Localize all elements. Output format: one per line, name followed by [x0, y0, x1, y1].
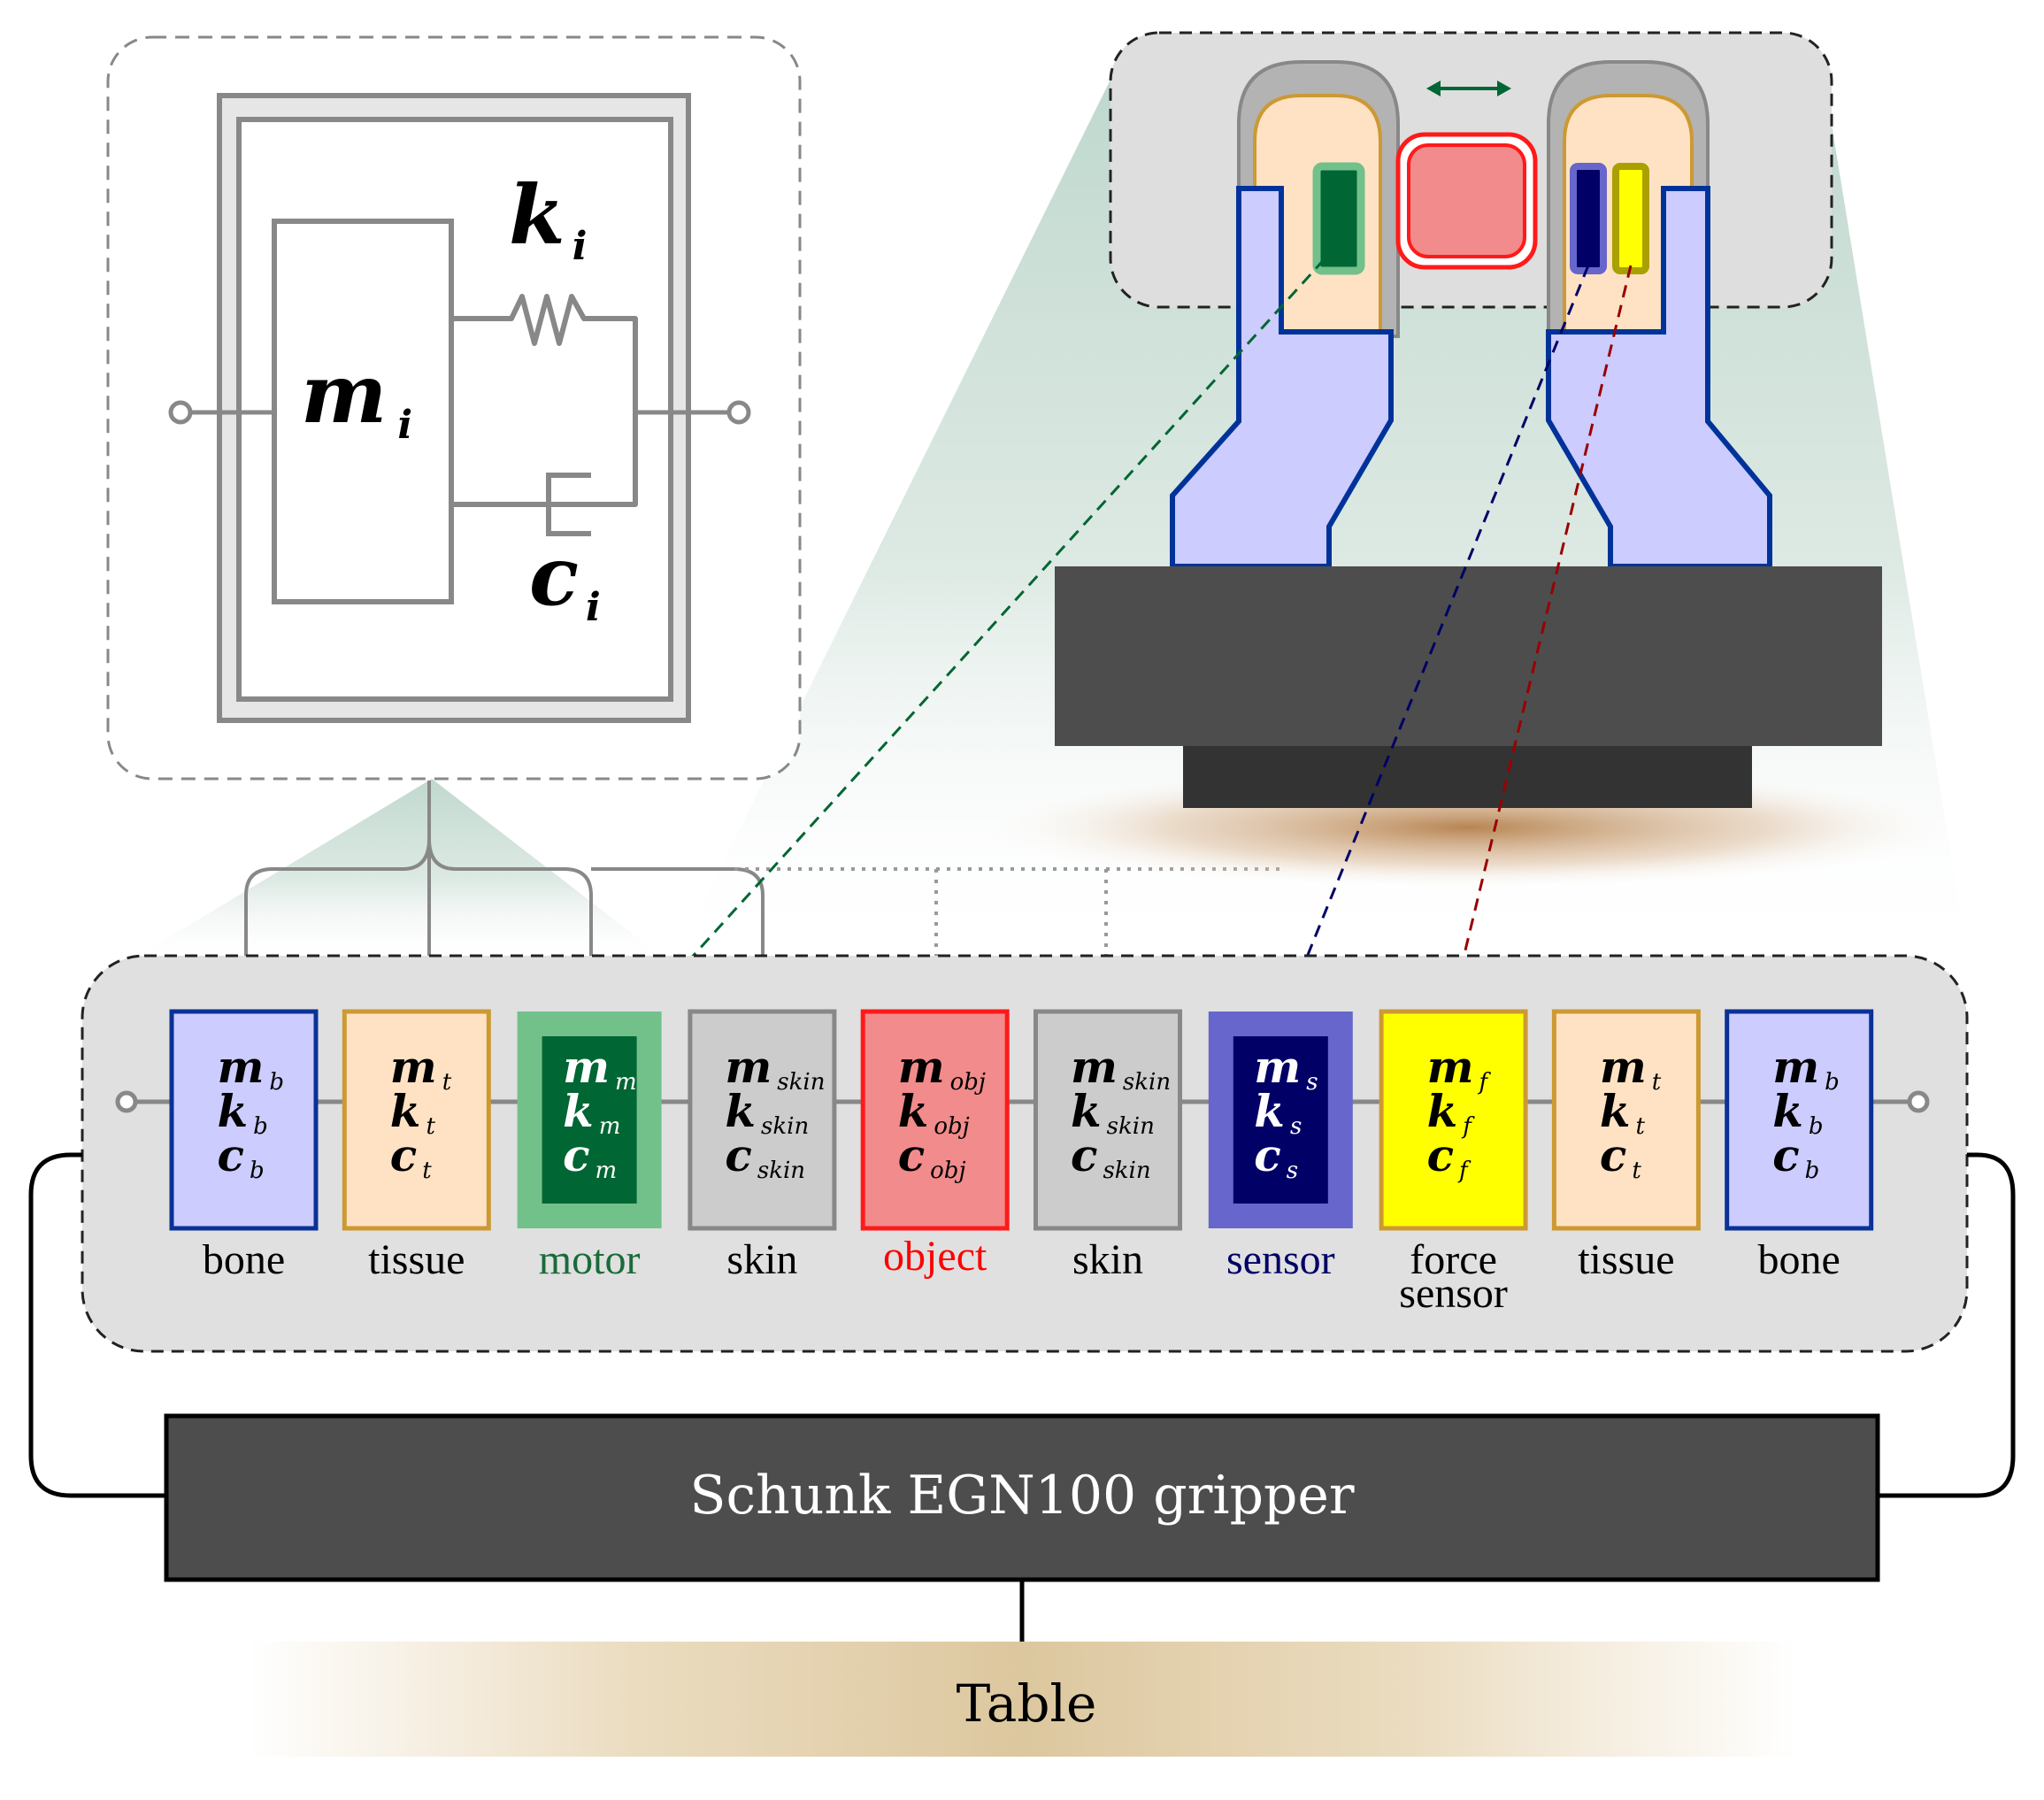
force-sensor-physical — [1612, 163, 1649, 274]
element-frame — [1379, 1009, 1528, 1231]
element-label: object — [883, 1233, 987, 1280]
spring-symbol — [451, 294, 638, 507]
element-frame — [342, 1009, 491, 1231]
element-label: bone — [203, 1236, 285, 1283]
element-label: bone — [1758, 1236, 1840, 1283]
gripper-base-top — [1055, 566, 1882, 746]
element-label: sensor — [1226, 1236, 1335, 1283]
sensor-link-line — [1277, 265, 1590, 1027]
gripper-label: Schunk EGN100 gripper — [689, 1465, 1354, 1527]
gripper-base-bottom — [1183, 746, 1752, 808]
element-label: skin — [726, 1236, 797, 1283]
table-surface — [248, 1642, 1796, 1757]
gripper-connection-wires — [28, 1152, 2016, 1642]
element-label: motor — [539, 1236, 641, 1283]
element-label: skin — [1072, 1236, 1143, 1283]
table-label: Table — [957, 1673, 1097, 1734]
chain-left-terminal — [115, 1090, 138, 1113]
zoom-wedge-left — [124, 779, 672, 965]
element-frame — [1551, 1009, 1701, 1231]
element-label: tissue — [368, 1236, 465, 1283]
chain-right-terminal — [1907, 1090, 1930, 1113]
gripper-body — [164, 1413, 1880, 1582]
element-frame — [1725, 1009, 1874, 1231]
element-frame — [860, 1009, 1010, 1231]
left-finger — [1170, 60, 1400, 569]
element-label-line2: sensor — [1399, 1270, 1508, 1317]
mass-block — [272, 219, 454, 604]
motor-link-line — [635, 242, 1340, 1019]
sensor-element-physical — [1570, 163, 1607, 274]
grasped-object — [1395, 132, 1538, 270]
element-label: force — [1410, 1236, 1497, 1283]
element-core — [1233, 1036, 1328, 1204]
element-frame — [688, 1009, 837, 1231]
element-frame — [1034, 1009, 1182, 1231]
gripper-motion-arrow — [1426, 81, 1511, 96]
element-label: tissue — [1578, 1236, 1674, 1283]
force-sensor-link-line — [1449, 265, 1633, 1010]
element-core — [542, 1036, 637, 1204]
element-frame — [169, 1009, 319, 1231]
motor-element-physical — [1312, 162, 1365, 275]
